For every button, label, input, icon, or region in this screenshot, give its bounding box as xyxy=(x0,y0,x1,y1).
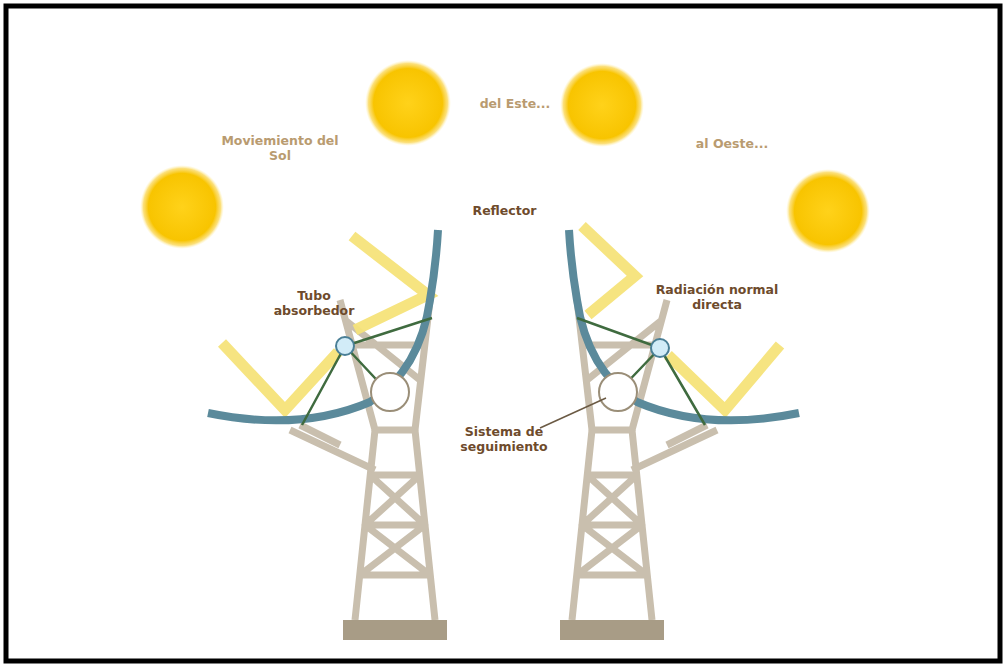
tracking-system xyxy=(371,373,409,411)
part-name: Radiación normal directa xyxy=(645,282,789,312)
east-label: del Este... xyxy=(458,96,572,111)
reflector-trough xyxy=(208,230,799,420)
sun-motion-label: Moviemiento del Sol xyxy=(208,133,352,163)
tower-base xyxy=(560,620,664,640)
west-label: al Oeste... xyxy=(675,136,789,151)
tower-base xyxy=(343,620,447,640)
support-tower xyxy=(290,300,717,620)
absorber-tube xyxy=(336,337,354,355)
solar-rays xyxy=(222,226,780,410)
support-arm xyxy=(302,318,705,425)
part-name: Tubo absorbedor xyxy=(262,288,366,318)
leader-line xyxy=(540,398,606,428)
part-name: Sistema de seguimiento xyxy=(438,424,570,454)
suns xyxy=(140,60,870,253)
frame xyxy=(6,6,1000,661)
absorber-tube xyxy=(651,339,669,357)
tracking-system xyxy=(599,373,637,411)
part-name: Reflector xyxy=(455,203,554,218)
